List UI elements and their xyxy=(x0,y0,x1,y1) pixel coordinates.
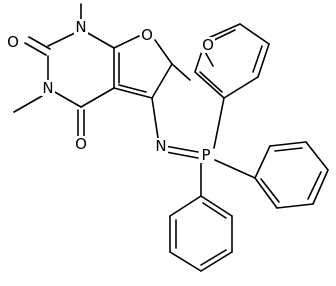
bond-c3a-c4 xyxy=(80,87,115,108)
ph1-b6 xyxy=(194,71,225,99)
ph2-d2 xyxy=(307,171,322,200)
ph3-b1 xyxy=(169,195,202,217)
ph2-b3 xyxy=(305,141,329,171)
bond-c2f-c3 xyxy=(151,63,173,99)
bond-o-c2f xyxy=(154,39,173,65)
bond-c2f-me xyxy=(171,63,191,81)
ph2-b2 xyxy=(269,141,307,147)
ph2-b5 xyxy=(276,203,314,209)
ph1-b2 xyxy=(257,43,270,78)
bond-c7a-o xyxy=(113,35,140,49)
ph1-d1 xyxy=(252,45,263,73)
ph3-b3 xyxy=(169,251,202,272)
atom-o-furan-label: O xyxy=(141,26,153,44)
bond-n1-c7a xyxy=(85,31,115,49)
atom-o-carbonyl-top-label: O xyxy=(7,33,19,51)
atom-o-carbonyl-bottom-label: O xyxy=(75,135,87,153)
bond-nimine-p-a xyxy=(164,145,199,153)
bond-c2-o-b xyxy=(28,36,51,50)
bond-n3-me xyxy=(13,95,43,113)
atom-p-label: P xyxy=(201,146,210,164)
atom-n-top-label: N xyxy=(75,18,86,36)
atom-o-carbonyl-bottom: O xyxy=(74,135,88,153)
atom-o-aldehyde-label: O xyxy=(202,36,214,54)
ph1-d3 xyxy=(199,71,223,93)
bond-p-ph2 xyxy=(214,159,256,179)
ph3-b4 xyxy=(200,251,233,272)
ph1-b1 xyxy=(223,76,259,99)
ph3-b6 xyxy=(200,195,233,217)
atom-p: P xyxy=(199,146,213,164)
bond-c3-nimine xyxy=(151,97,159,139)
ph2-b4 xyxy=(312,169,329,205)
atom-n-imine: N xyxy=(154,137,168,155)
ph2-b1 xyxy=(254,145,271,179)
atom-o-aldehyde: O xyxy=(201,36,215,54)
atom-labels: O N N O O N P O xyxy=(6,18,215,164)
ph2-d3 xyxy=(260,178,280,203)
bond-nimine-p-b xyxy=(165,151,199,159)
bond-c4-n3 xyxy=(52,90,82,108)
bond-c2-n1 xyxy=(47,31,78,47)
ph3-d2 xyxy=(200,249,227,266)
ph3-d3 xyxy=(202,202,227,219)
atom-n-left-label: N xyxy=(42,79,53,97)
ph2-d1 xyxy=(274,147,303,152)
bond-p-ph1 xyxy=(213,97,225,149)
ph1-b4 xyxy=(205,23,241,40)
bond-c2-o-a xyxy=(24,42,47,56)
atom-o-carbonyl-top: O xyxy=(6,33,20,51)
atom-n-top: N xyxy=(74,18,88,36)
bonds xyxy=(13,3,329,272)
atom-o-furan: O xyxy=(140,26,154,44)
atom-n-imine-label: N xyxy=(155,137,166,155)
atom-n-left: N xyxy=(41,79,55,97)
bond-c3-c3a xyxy=(113,87,153,99)
bond-c3-c3a-inner xyxy=(118,84,147,93)
ph2-b6 xyxy=(254,177,278,209)
ph1-b3 xyxy=(239,23,270,45)
